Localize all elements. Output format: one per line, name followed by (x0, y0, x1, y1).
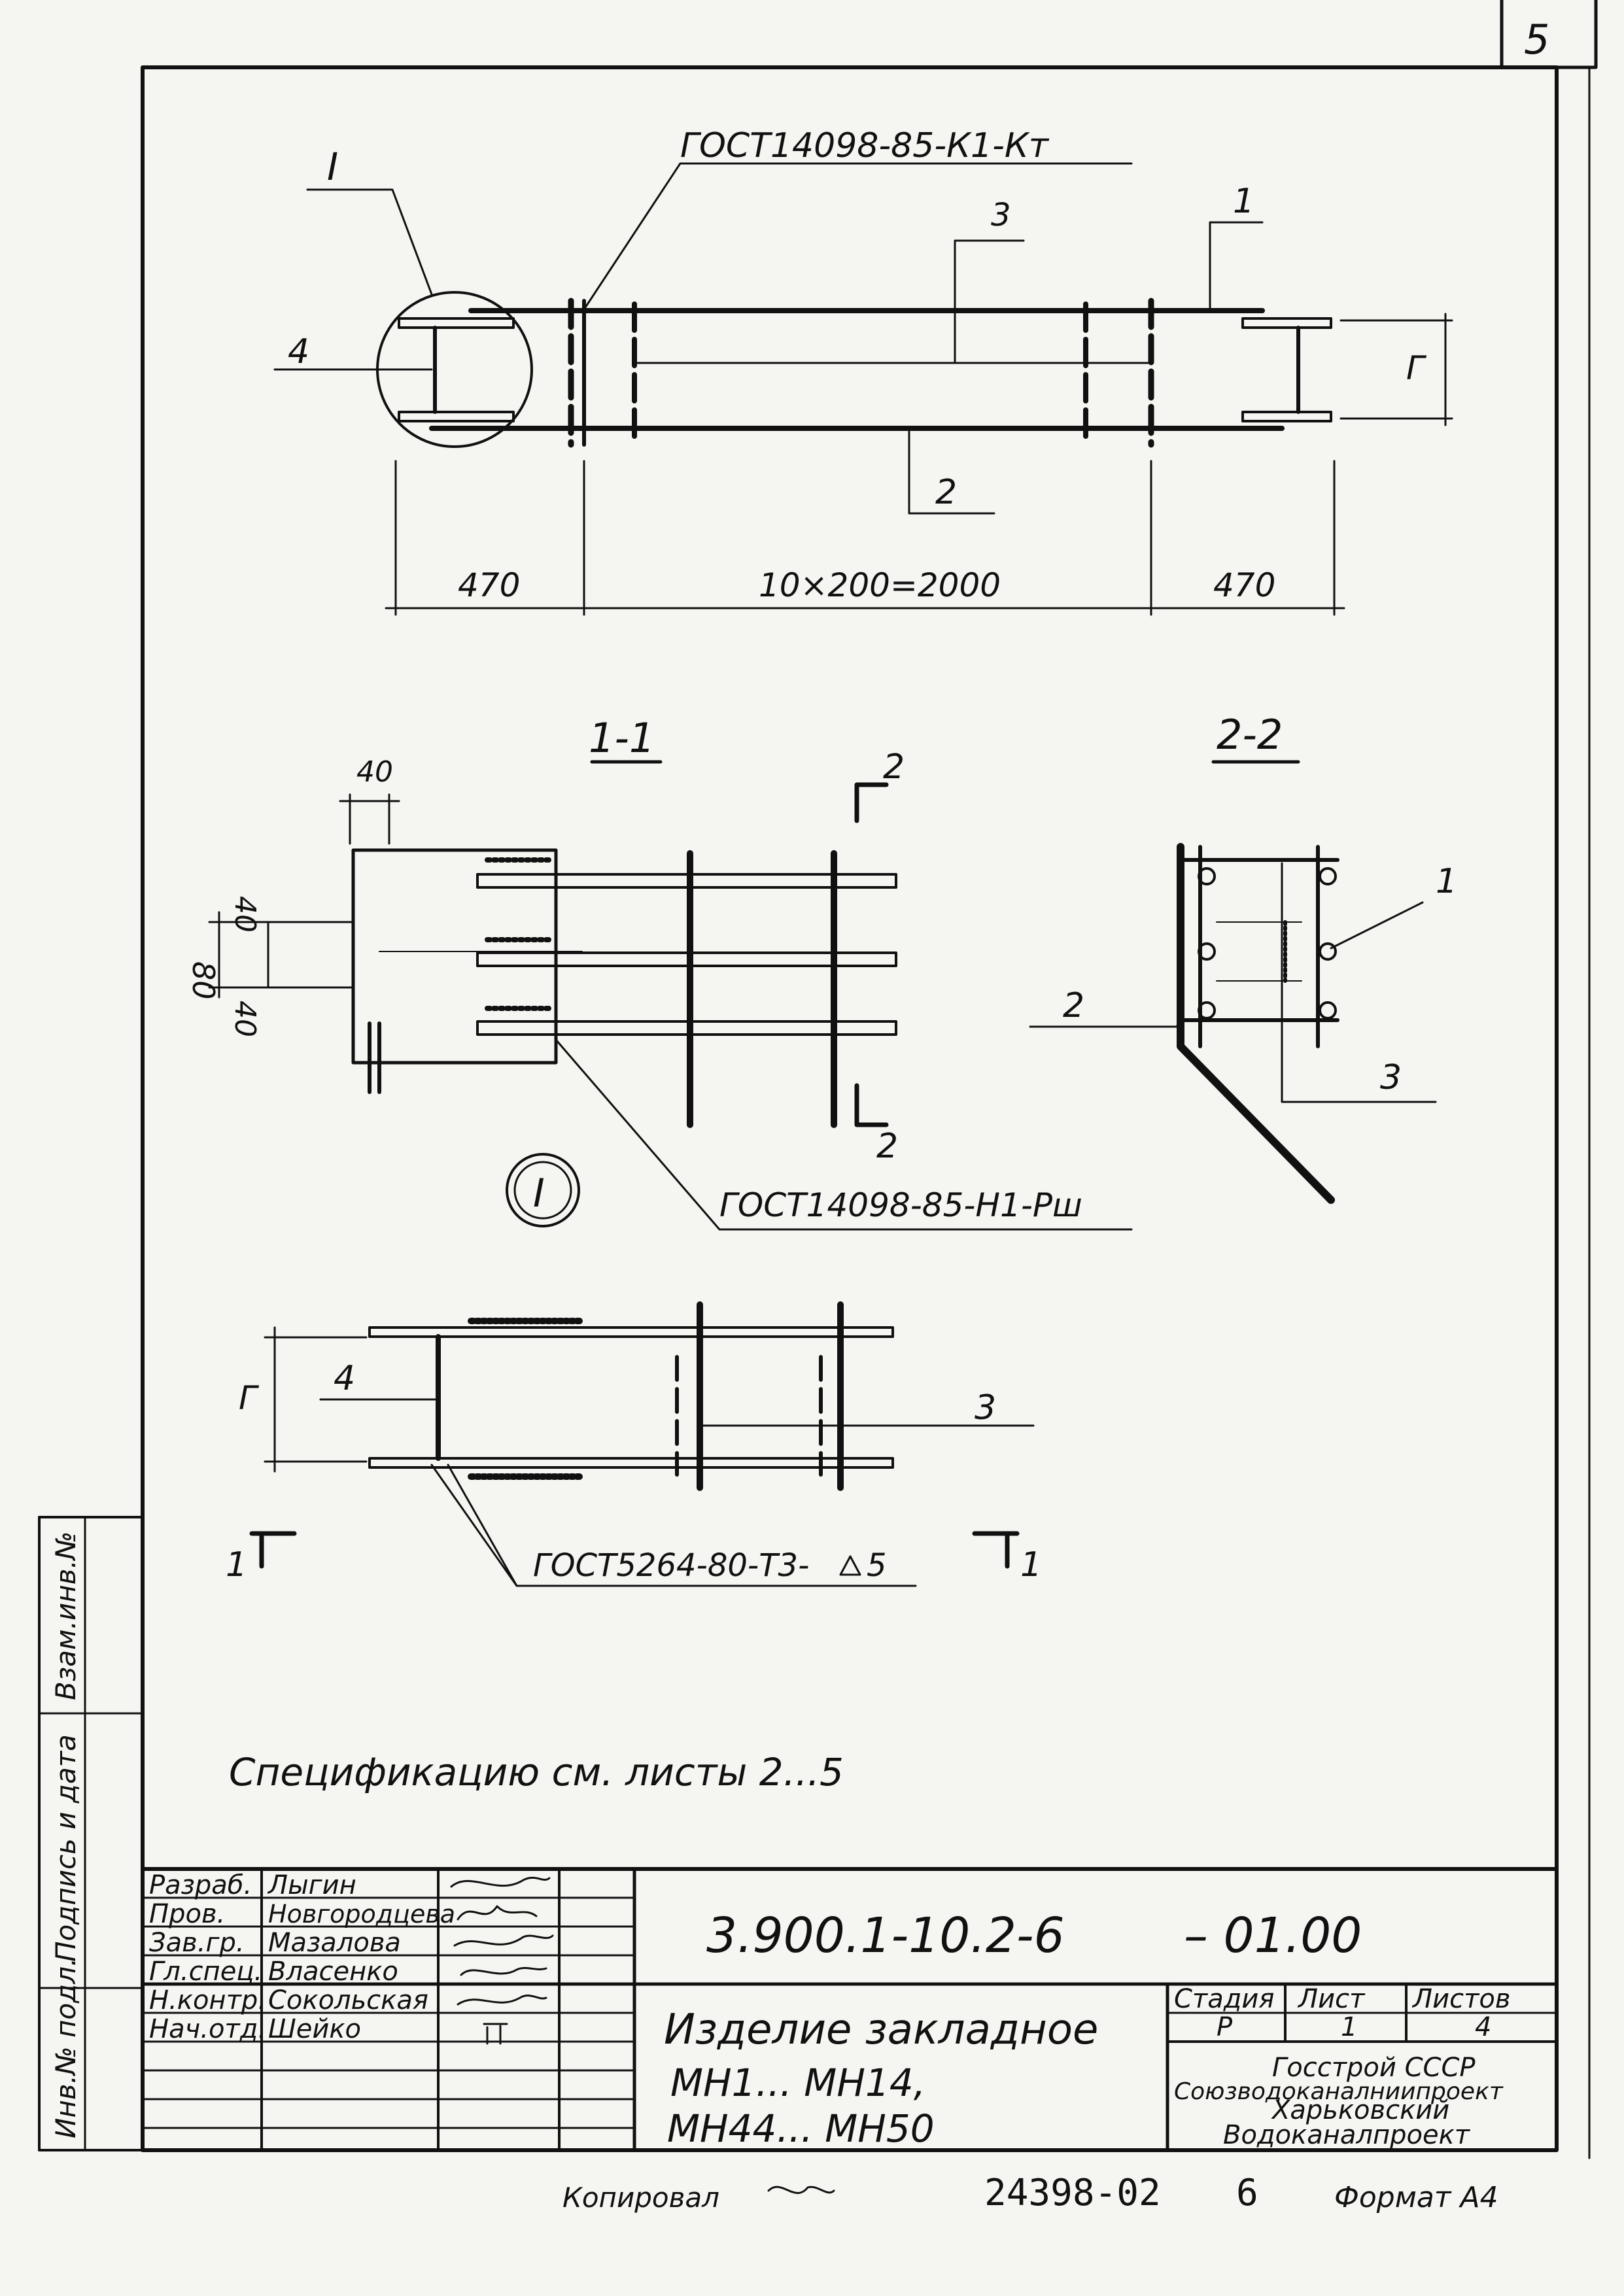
footer-format: Формат А4 (1334, 2181, 1498, 2214)
section-weld-callout: ГОСТ14098-85-Н1-Рш (719, 1186, 1082, 1224)
org-line3: Харьковский (1271, 2095, 1449, 2125)
org-line2: Союзводоканалниипроект (1174, 2078, 1504, 2105)
name-2: Новгородцева (268, 1900, 455, 1928)
detail-mark-top: I (327, 145, 338, 189)
sheet-header: Лист (1297, 1984, 1366, 2014)
detail-pos-3: 3 (975, 1388, 996, 1428)
cut-2-bottom: 2 (876, 1127, 898, 1166)
org-line1: Госстрой СССР (1272, 2053, 1476, 2083)
section-1-1-drawing (208, 760, 1133, 1231)
section-dim-80: 80 (186, 961, 221, 1000)
copier-signature (767, 2185, 835, 2194)
item-name-line3: МН44... МН50 (667, 2106, 935, 2151)
dim-left: 470 (458, 566, 520, 604)
dim-height-top: Г (1406, 349, 1427, 387)
name-5: Сокольская (268, 1985, 428, 2015)
detail-weld-callout: ГОСТ5264-80-Т3- (533, 1547, 809, 1584)
role-2: Пров. (149, 1899, 225, 1929)
designation-suffix: – 01.00 (1184, 1908, 1362, 1964)
footer-copied: Копировал (562, 2182, 719, 2214)
top-view (273, 162, 1453, 616)
detail-dim-height: Г (239, 1379, 260, 1417)
sheets-value: 4 (1475, 2012, 1491, 2042)
name-6: Шейко (268, 2014, 361, 2044)
frame (38, 0, 1598, 2159)
cut-1-right: 1 (1020, 1545, 1042, 1585)
cut-2-top: 2 (883, 747, 905, 787)
role-4: Гл.спец. (149, 1957, 262, 1987)
section-dim-40-top: 40 (356, 755, 393, 789)
signatures (450, 1876, 554, 2045)
designation: 3.900.1-10.2-6 (706, 1908, 1065, 1964)
footer-code-num: 6 (1236, 2172, 1258, 2214)
section-2-2-drawing (1029, 760, 1437, 1204)
detail-I-drawing (249, 1301, 1035, 1587)
name-4: Власенко (268, 1957, 398, 1987)
sheet-value: 1 (1341, 2012, 1357, 2042)
name-1: Лыгин (267, 1870, 356, 1900)
section-2-2-title: 2-2 (1217, 711, 1283, 759)
dim-middle: 10×200=2000 (759, 566, 1001, 604)
detail-pos-4: 4 (334, 1359, 355, 1398)
section-dim-40-a: 40 (228, 896, 262, 933)
section-2-2-pos-2: 2 (1063, 986, 1084, 1025)
item-name-line1: Изделие закладное (664, 2006, 1098, 2054)
side-sign-date: Подпись и дата (50, 1734, 82, 1962)
org-line4: Водоканалпроект (1223, 2120, 1471, 2150)
footer-code: 24398-02 (984, 2172, 1161, 2214)
sheets-header: Листов (1411, 1984, 1510, 2014)
role-6: Нач.отд. (149, 2014, 266, 2044)
side-inv-repl: Взам.инв.№ (50, 1532, 82, 1700)
pos-1-top: 1 (1233, 182, 1254, 221)
title-block (141, 1867, 1559, 2152)
title-names: Лыгин Новгородцева Мазалова Власенко Сок… (267, 1870, 455, 2044)
pos-3-top: 3 (991, 197, 1011, 233)
dim-right: 470 (1213, 566, 1275, 604)
side-inv-orig: Инв.№ подл. (50, 1958, 82, 2138)
section-1-1-title: 1-1 (589, 714, 655, 762)
section-dim-40-b: 40 (228, 1001, 262, 1037)
top-weld-callout: ГОСТ14098-85-К1-Кт (680, 126, 1050, 165)
cut-1-left: 1 (226, 1545, 247, 1585)
role-1: Разраб. (149, 1870, 252, 1900)
sheet-number: 5 (1524, 16, 1549, 63)
role-5: Н.контр. (149, 1985, 266, 2015)
title-roles: Разраб. Пров. Зав.гр. Гл.спец. Н.контр. … (149, 1870, 266, 2044)
stage-value: Р (1217, 2012, 1233, 2042)
pos-2-top: 2 (935, 473, 957, 512)
name-3: Мазалова (268, 1928, 401, 1958)
section-2-2-pos-3: 3 (1380, 1058, 1402, 1097)
detail-circle-label: I (533, 1171, 545, 1216)
detail-weld-size: 5 (867, 1547, 887, 1584)
spec-note: Спецификацию см. листы 2...5 (229, 1750, 844, 1794)
section-2-2-pos-1: 1 (1436, 862, 1457, 901)
pos-4-top: 4 (288, 332, 309, 371)
weld-triangle-icon (839, 1555, 861, 1576)
role-3: Зав.гр. (149, 1928, 245, 1958)
item-name-line2: МН1... МН14, (670, 2061, 925, 2105)
stage-header: Стадия (1174, 1984, 1274, 2014)
